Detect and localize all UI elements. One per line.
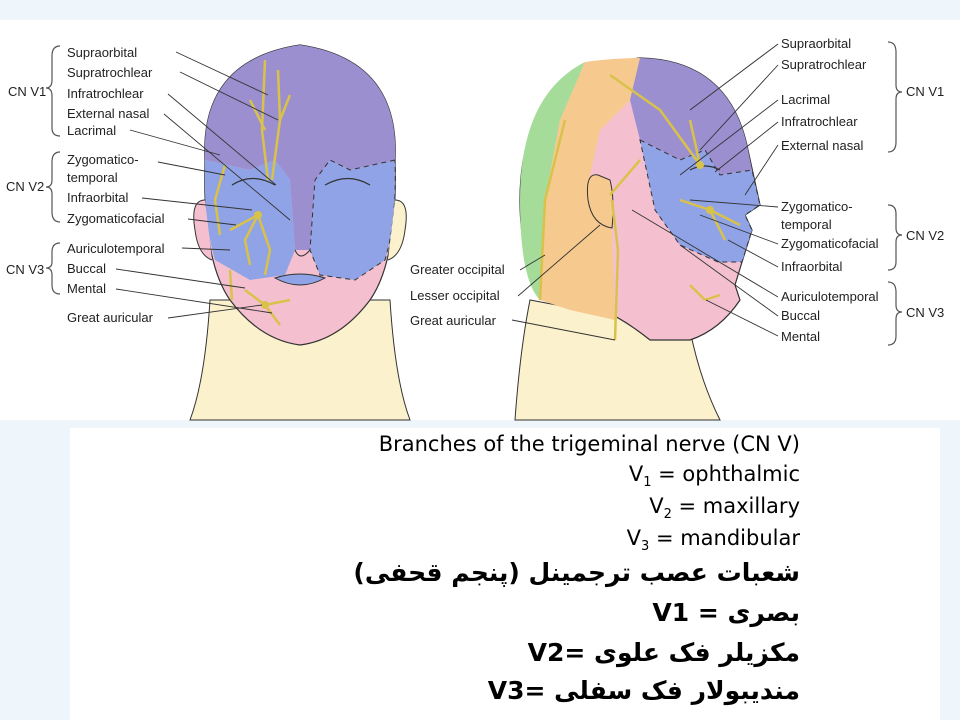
side-occipital-region [520, 62, 585, 300]
persian-v3: V3= مندیبولار فک سفلی [487, 676, 800, 705]
front-v2-region-right [309, 159, 396, 281]
caption-v2: V2 = maxillary [649, 494, 800, 523]
side-v1-region [630, 58, 752, 175]
front-label-zygomatico: Zygomatico- [67, 152, 139, 167]
side-cnv3-label: CN V3 [906, 305, 944, 320]
front-label-buccal: Buccal [67, 261, 106, 276]
side-label-external-nasal: External nasal [781, 138, 863, 153]
side-cnv1-label: CN V1 [906, 84, 944, 99]
front-label-mental: Mental [67, 281, 106, 296]
front-label-infratrochlear: Infratrochlear [67, 86, 144, 101]
persian-v2: V2= مکزیلر فک علوی [527, 638, 800, 667]
front-cnv1-label: CN V1 [8, 84, 46, 99]
caption-v3: V3 = mandibular [626, 526, 800, 555]
caption-title: Branches of the trigeminal nerve (CN V) [378, 432, 800, 456]
front-v1-region [204, 45, 396, 250]
side-label-great-auricular: Great auricular [410, 313, 497, 328]
front-label-external-nasal: External nasal [67, 106, 149, 121]
side-label-temporal: temporal [781, 217, 832, 232]
front-label-great-auricular: Great auricular [67, 310, 154, 325]
front-label-lacrimal: Lacrimal [67, 123, 116, 138]
side-label-lesser-occipital: Lesser occipital [410, 288, 500, 303]
side-label-lacrimal: Lacrimal [781, 92, 830, 107]
front-label-temporal: temporal [67, 170, 118, 185]
side-label-auriculotemporal: Auriculotemporal [781, 289, 879, 304]
side-label-infratrochlear: Infratrochlear [781, 114, 858, 129]
front-head-illustration [189, 44, 411, 421]
side-label-buccal: Buccal [781, 308, 820, 323]
side-label-supratrochlear: Supratrochlear [781, 57, 867, 72]
front-label-infraorbital: Infraorbital [67, 190, 129, 205]
front-label-supraorbital: Supraorbital [67, 45, 137, 60]
side-label-zygomatico: Zygomatico- [781, 199, 853, 214]
caption-panel [70, 428, 940, 720]
persian-title: شعبات عصب ترجمینل (پنجم قحفی) [353, 558, 800, 587]
front-label-auriculotemporal: Auriculotemporal [67, 241, 165, 256]
side-label-greater-occipital: Greater occipital [410, 262, 505, 277]
side-label-supraorbital: Supraorbital [781, 36, 851, 51]
caption-v1: V1 = ophthalmic [628, 462, 800, 491]
front-cnv2-label: CN V2 [6, 179, 44, 194]
persian-v1: V1 = بصری [652, 598, 800, 627]
front-label-zygomaticofacial: Zygomaticofacial [67, 211, 165, 226]
side-cnv2-label: CN V2 [906, 228, 944, 243]
side-label-infraorbital: Infraorbital [781, 259, 843, 274]
side-label-zygomaticofacial: Zygomaticofacial [781, 236, 879, 251]
front-label-supratrochlear: Supratrochlear [67, 65, 153, 80]
front-cnv3-label: CN V3 [6, 262, 44, 277]
side-label-mental: Mental [781, 329, 820, 344]
